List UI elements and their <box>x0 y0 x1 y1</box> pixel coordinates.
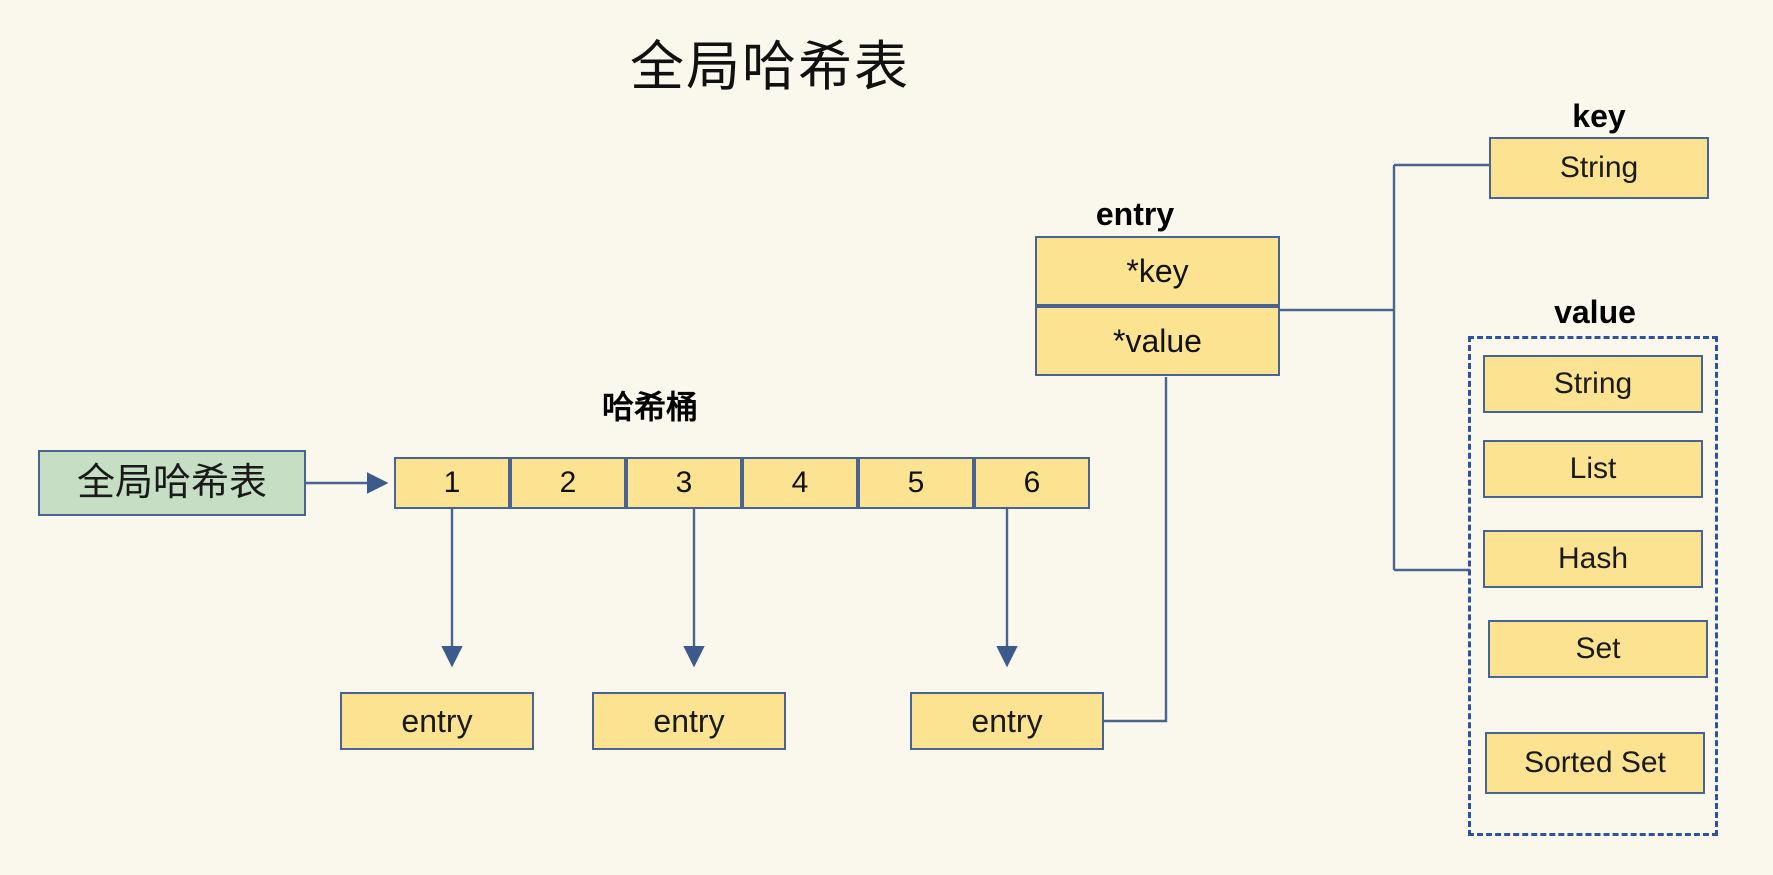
key-group-caption: key <box>1489 98 1709 135</box>
bucket-cell-label: 1 <box>443 466 461 499</box>
value-type-set[interactable]: Set <box>1488 620 1708 678</box>
value-group-caption-label: value <box>1554 294 1636 330</box>
key-type-label: String <box>1559 151 1639 184</box>
value-type-label: Sorted Set <box>1524 746 1666 779</box>
value-type-label: Set <box>1575 632 1621 665</box>
value-type-hash[interactable]: Hash <box>1483 530 1703 588</box>
bucket-cell-label: 3 <box>675 466 693 499</box>
value-type-sorted-set[interactable]: Sorted Set <box>1485 732 1705 794</box>
bucket-caption: 哈希桶 <box>560 382 740 428</box>
entry-box-label: entry <box>401 703 473 739</box>
global-hash-table-box[interactable]: 全局哈希表 <box>38 450 306 516</box>
bucket-cell-6[interactable]: 6 <box>974 457 1090 509</box>
bucket-cell-label: 5 <box>907 466 925 499</box>
value-type-label: List <box>1569 452 1617 485</box>
value-type-label: Hash <box>1557 542 1629 575</box>
entry-box-1[interactable]: entry <box>340 692 534 750</box>
entry-field-value[interactable]: *value <box>1035 306 1280 376</box>
bucket-cell-label: 6 <box>1023 466 1041 499</box>
entry-field-key[interactable]: *key <box>1035 236 1280 306</box>
value-group-container <box>1468 336 1718 836</box>
bucket-cell-5[interactable]: 5 <box>858 457 974 509</box>
entry-box-label: entry <box>971 703 1043 739</box>
value-type-string[interactable]: String <box>1483 355 1703 413</box>
page-title: 全局哈希表 <box>630 37 910 97</box>
entry-field-label: *key <box>1126 252 1189 289</box>
key-type-string[interactable]: String <box>1489 137 1709 199</box>
key-group-caption-label: key <box>1572 98 1626 134</box>
bucket-cell-4[interactable]: 4 <box>742 457 858 509</box>
entry-box-2[interactable]: entry <box>592 692 786 750</box>
entry-box-3[interactable]: entry <box>910 692 1104 750</box>
wire-entry3-to-entry-struct <box>1104 377 1168 723</box>
bucket-cell-label: 2 <box>559 466 577 499</box>
bucket-cell-2[interactable]: 2 <box>510 457 626 509</box>
entry-struct-caption-label: entry <box>1095 196 1175 232</box>
bucket-cell-label: 4 <box>791 466 809 499</box>
bucket-caption-label: 哈希桶 <box>601 389 698 425</box>
value-type-list[interactable]: List <box>1483 440 1703 498</box>
global-hash-table-label: 全局哈希表 <box>76 462 267 504</box>
value-type-label: String <box>1553 367 1633 400</box>
bucket-cell-1[interactable]: 1 <box>394 457 510 509</box>
entry-struct-caption: entry <box>1035 196 1235 233</box>
entry-box-label: entry <box>653 703 725 739</box>
value-group-caption: value <box>1470 294 1720 331</box>
bucket-cell-3[interactable]: 3 <box>626 457 742 509</box>
entry-field-label: *value <box>1113 322 1202 359</box>
